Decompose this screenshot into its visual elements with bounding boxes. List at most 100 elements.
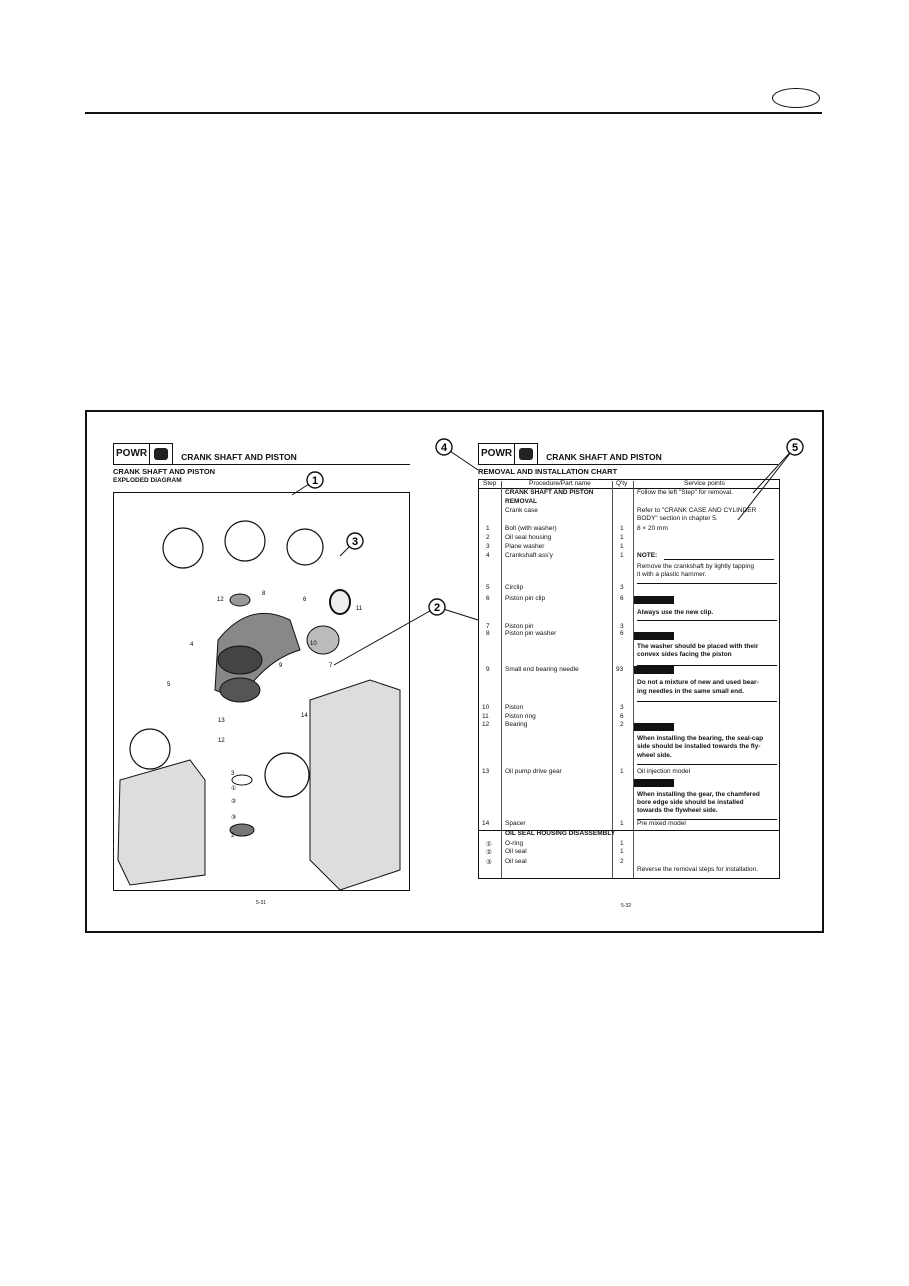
column-divider: [633, 481, 634, 878]
diagram-part-label: 8: [262, 591, 266, 597]
service-point: side should be installed towards the fly…: [637, 743, 761, 750]
step-number: 14: [482, 820, 490, 827]
detail-circle: [162, 527, 204, 569]
left-header-rule: [113, 464, 410, 465]
quantity: 2: [620, 721, 624, 728]
service-point: Always use the new clip.: [637, 609, 714, 616]
step-number: 2: [486, 534, 490, 541]
part-name: Circlip: [505, 584, 524, 591]
column-header: Procedure/Part name: [529, 480, 591, 487]
quantity: 6: [620, 595, 624, 602]
callout-circle: [306, 471, 324, 489]
diagram-part-label: 5: [167, 682, 171, 688]
service-point: When installing the gear, the chamfered: [637, 791, 760, 798]
left-section-title: CRANK SHAFT AND PISTON: [113, 467, 216, 476]
quantity: 1: [620, 543, 624, 550]
service-rule: [637, 764, 777, 765]
service-point: Do not a mixture of new and used bear-: [637, 679, 759, 686]
header-rule: [479, 488, 779, 489]
callout-number: 2: [434, 602, 440, 614]
quantity: 1: [620, 848, 624, 855]
right-section-title: REMOVAL AND INSTALLATION CHART: [478, 467, 618, 476]
figure-frame: [85, 410, 824, 933]
part-name: Piston ring: [505, 713, 536, 720]
diagram-part-label: 14: [301, 713, 308, 719]
step-number: 10: [482, 704, 490, 711]
quantity: 1: [620, 534, 624, 541]
service-point: wheel side.: [637, 752, 672, 759]
top-rule: [85, 112, 822, 114]
piston-part: [306, 625, 340, 655]
service-rule: [637, 665, 777, 666]
service-point: 8 × 20 mm: [637, 525, 668, 532]
quantity: 6: [620, 630, 624, 637]
right-header-rule: [478, 464, 778, 465]
service-rule: [637, 583, 777, 584]
step-number: 8: [486, 630, 490, 637]
quantity: 1: [620, 552, 624, 559]
column-header: Step: [483, 480, 497, 487]
service-rule: [637, 701, 777, 702]
step-number: 1: [486, 525, 490, 532]
crank-web: [217, 645, 263, 675]
caution-icon: [634, 596, 674, 604]
detail-circle: [264, 752, 310, 798]
part-name: Oil seal: [505, 858, 527, 865]
quantity: 3: [620, 704, 624, 711]
step-number: 12: [482, 721, 490, 728]
diagram-part-label: ③: [231, 814, 236, 821]
exploded-diagram: [113, 492, 410, 891]
quantity: 1: [620, 820, 624, 827]
service-point: it with a plastic hammer.: [637, 571, 707, 578]
part-name: Piston: [505, 704, 524, 711]
step-number: ①: [486, 841, 492, 848]
callout-number: 3: [352, 536, 358, 548]
service-point: convex sides facing the piston: [637, 651, 732, 658]
step-number: 7: [486, 623, 490, 630]
bearing-part: [229, 593, 251, 607]
crank-web: [219, 677, 261, 703]
step-number: 4: [486, 552, 490, 559]
quantity: 93: [616, 666, 624, 673]
service-point: NOTE:: [637, 552, 658, 559]
service-point: Refer to "CRANK CASE AND CYLINDER: [637, 507, 757, 514]
service-point: towards the flywheel side.: [637, 807, 718, 814]
service-point: Remove the crankshaft by lightly tapping: [637, 563, 755, 570]
service-rule: [637, 819, 777, 820]
part-name: Crankshaft ass'y: [505, 552, 553, 559]
diagram-part-label: 11: [356, 606, 363, 612]
callout-circle: [428, 598, 446, 616]
diagram-part-label: ①: [231, 785, 236, 792]
left-subtitle: EXPLODED DIAGRAM: [113, 477, 182, 484]
part-name: Plane washer: [505, 543, 545, 550]
service-point: The washer should be placed with their: [637, 643, 759, 650]
right-header-title: CRANK SHAFT AND PISTON: [546, 452, 662, 462]
section-divider: [479, 830, 779, 831]
part-name: Crank case: [505, 507, 538, 514]
diagram-part-label: 12: [217, 597, 224, 603]
diagram-part-label: 2: [231, 833, 235, 839]
diagram-part-label: 10: [310, 641, 317, 647]
caution-icon: [634, 723, 674, 731]
part-name: Bolt (with washer): [505, 525, 557, 532]
caution-icon: [634, 779, 674, 787]
callout-circle: [346, 532, 364, 550]
step-number: ②: [486, 849, 492, 856]
ring-part: [329, 589, 351, 615]
caution-icon: [634, 666, 674, 674]
callout-arrow: [737, 446, 796, 521]
detail-circle: [224, 520, 266, 562]
diagram-part-label: 9: [279, 663, 283, 669]
service-point: When installing the bearing, the seal-ca…: [637, 735, 764, 742]
part-name: Oil seal: [505, 848, 527, 855]
step-number: 3: [486, 543, 490, 550]
part-name: CRANK SHAFT AND PISTON: [505, 489, 594, 496]
part-name: Bearing: [505, 721, 528, 728]
diagram-part-label: 13: [218, 718, 225, 724]
washer-part: [231, 774, 253, 786]
crankcase-left: [117, 759, 206, 886]
right-page-number: 5-32: [621, 903, 632, 909]
